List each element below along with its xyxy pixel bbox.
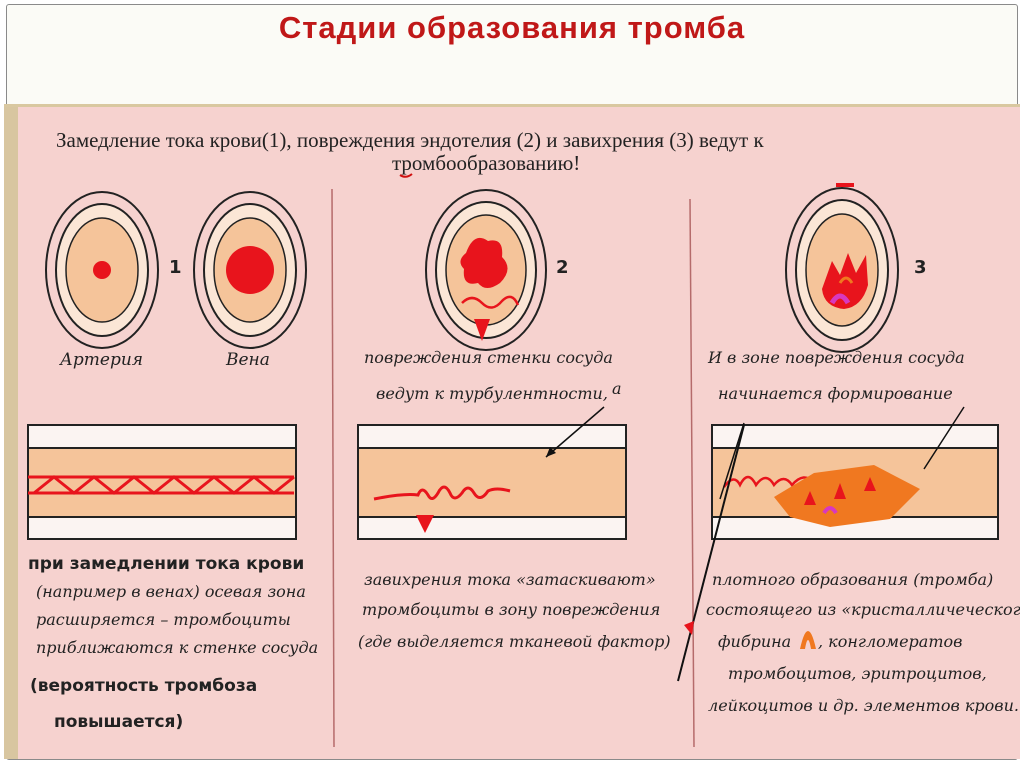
stage1-desc-line-1: при замедлении тока крови: [28, 554, 304, 574]
stage3-desc-line-4: тромбоцитов, эритроцитов,: [728, 664, 987, 683]
stage2-caption-line-1: повреждения стенки сосуда: [364, 348, 613, 367]
vein-cross-section: [194, 192, 306, 348]
stage3-desc-line-2: состоящего из «кристалличеческого: [706, 600, 1020, 619]
stage2-longitudinal-vessel: [358, 407, 626, 539]
stage-number-1: 1: [169, 257, 182, 278]
stage1-desc-line-5: (вероятность тромбоза: [30, 676, 257, 696]
column-divider-2: [690, 199, 694, 747]
thrombus-diagram-picture: Замедление тока крови(1), повреждения эн…: [4, 104, 1020, 759]
stage-number-2: 2: [556, 257, 569, 278]
intro-line-2: тромбообразованию!: [392, 151, 580, 175]
intro-line-1: Замедление тока крови(1), повреждения эн…: [56, 128, 764, 152]
diagram-canvas: Замедление тока крови(1), повреждения эн…: [4, 107, 1020, 759]
stage2-desc-line-2: тромбоциты в зону повреждения: [362, 600, 660, 619]
stage3-desc-line-3a: фибрина: [718, 632, 791, 651]
slide-title: Стадии образования тромба: [0, 10, 1024, 46]
stage2-caption-letter: а: [612, 379, 622, 398]
artery-label: Артерия: [59, 350, 143, 370]
stage3-desc-line-5: лейкоцитов и др. элементов крови.: [708, 696, 1019, 715]
stage3-desc-line-3b: , конгломератов: [818, 632, 962, 651]
stage1-desc-line-4: приближаются к стенке сосуда: [36, 638, 318, 657]
artery-cross-section: [46, 192, 158, 348]
vein-label: Вена: [225, 350, 270, 370]
stage2-desc-line-1: завихрения тока «затаскивают»: [364, 570, 656, 589]
damaged-vessel-cross-section: [426, 190, 546, 350]
stage3-longitudinal-vessel: [712, 407, 998, 539]
stage-number-3: 3: [914, 257, 927, 278]
stage1-desc-line-3: расширяется – тромбоциты: [36, 610, 291, 629]
stage1-desc-line-2: (например в венах) осевая зона: [36, 582, 306, 601]
stage1-longitudinal-vessel: [28, 425, 296, 539]
stage3-caption-line-2: начинается формирование: [718, 384, 953, 403]
fibrin-crystal-icon: [800, 631, 816, 649]
column-divider-1: [332, 189, 334, 747]
stage2-caption-line-2: ведут к турбулентности,: [376, 384, 608, 403]
stage3-caption-line-1: И в зоне повреждения сосуда: [707, 348, 965, 367]
stage3-desc-line-1: плотного образования (тромба): [712, 570, 993, 589]
thrombus-cross-section: [786, 183, 898, 352]
stage2-desc-line-3: (где выделяется тканевой фактор): [358, 632, 671, 651]
stage1-desc-line-6: повышается): [54, 712, 183, 732]
